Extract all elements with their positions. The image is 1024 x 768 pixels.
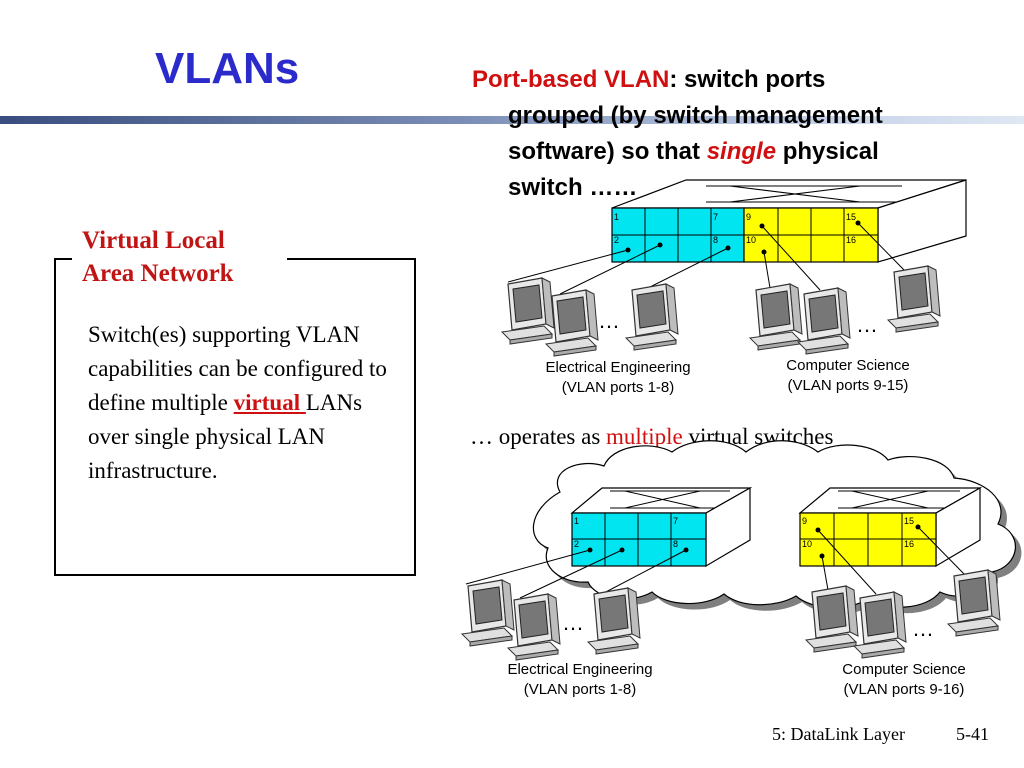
bottom-cs-caption-line2: (VLAN ports 9-16)	[843, 681, 965, 698]
bottom-ee-port-label-1: 1	[574, 516, 579, 526]
operates-pre: … operates as	[470, 424, 607, 449]
top-port-label-2: 2	[614, 235, 619, 245]
bottom-cs-caption-line1: Computer Science	[842, 661, 966, 678]
multiple-emphasis: multiple	[606, 424, 683, 449]
bottom-ee-ellipsis: …	[562, 610, 584, 635]
bottom-ee-port-label-8: 8	[673, 539, 678, 549]
vlan-box-heading-line1: Virtual Local	[82, 227, 225, 254]
bottom-ee-caption-line2: (VLAN ports 1-8)	[523, 681, 637, 698]
bottom-cs-virtual-switch: 9 10 15 16	[798, 486, 983, 595]
bottom-ee-caption: Electrical Engineering (VLAN ports 1-8)	[482, 660, 678, 700]
bottom-ee-port-label-2: 2	[574, 539, 579, 549]
top-port-label-9: 9	[746, 212, 751, 222]
top-port-label-16: 16	[846, 235, 856, 245]
vlan-box-body: Switch(es) supporting VLAN capabilities …	[88, 318, 398, 488]
bottom-ee-caption-line1: Electrical Engineering	[507, 661, 653, 678]
top-port-label-8: 8	[713, 235, 718, 245]
top-port-label-15: 15	[846, 212, 856, 222]
box-heading-gap	[72, 252, 287, 264]
virtual-emphasis: virtual	[233, 390, 306, 415]
title-underline-bar	[0, 116, 1024, 124]
top-port-label-10: 10	[746, 235, 756, 245]
bottom-ee-port-label-7: 7	[673, 516, 678, 526]
top-ee-caption: Electrical Engineering (VLAN ports 1-8)	[520, 358, 716, 398]
vlan-box-heading: Virtual Local Area Network	[82, 224, 234, 290]
top-ee-caption-line1: Electrical Engineering	[545, 359, 691, 376]
top-cs-computers	[749, 265, 941, 355]
port-text-line3-post: physical	[776, 138, 879, 165]
bottom-cs-port-label-9: 9	[802, 516, 807, 526]
bottom-ee-virtual-switch: 1 2 7 8	[465, 486, 753, 599]
port-text-line4: switch ……	[508, 174, 638, 201]
top-cs-ellipsis: …	[856, 312, 878, 337]
single-emphasis: single	[706, 138, 777, 165]
top-ee-ellipsis: …	[598, 308, 620, 333]
bottom-cs-caption: Computer Science (VLAN ports 9-16)	[816, 660, 992, 700]
top-cs-caption: Computer Science (VLAN ports 9-15)	[760, 356, 936, 396]
port-text-line1: : switch ports	[669, 66, 826, 93]
vlan-box-body-pre: Switch(es) supporting VLAN capabilities …	[88, 322, 387, 415]
footer-chapter: 5: DataLink Layer	[772, 724, 905, 744]
port-based-vlan-term: Port-based VLAN	[472, 66, 670, 93]
footer-page-number: 5-41	[956, 724, 989, 744]
port-text-line2: grouped (by switch management	[508, 102, 883, 129]
top-cs-caption-line1: Computer Science	[786, 357, 910, 374]
top-physical-switch: 1 2 7 8 9 10 15 16	[507, 179, 967, 295]
top-port-label-7: 7	[713, 212, 718, 222]
bottom-cs-port-label-10: 10	[802, 539, 812, 549]
top-cs-caption-line2: (VLAN ports 9-15)	[787, 377, 909, 394]
bottom-ee-computers	[461, 579, 641, 661]
port-text-line3-pre: software) so that	[508, 138, 707, 165]
top-port-label-1: 1	[614, 212, 619, 222]
vlan-box-heading-line2: Area Network	[82, 260, 234, 287]
top-ee-caption-line2: (VLAN ports 1-8)	[561, 379, 675, 396]
top-ee-computers	[501, 277, 679, 357]
vlan-box-body-post: LANs over single physical LAN infrastruc…	[88, 390, 363, 483]
bottom-cs-ellipsis: …	[912, 616, 934, 641]
port-based-vlan-description: Port-based VLAN: switch ports grouped (b…	[472, 62, 992, 206]
bottom-cs-port-label-16: 16	[904, 539, 914, 549]
slide-title: VLANs	[155, 44, 300, 93]
bottom-cs-port-label-15: 15	[904, 516, 914, 526]
